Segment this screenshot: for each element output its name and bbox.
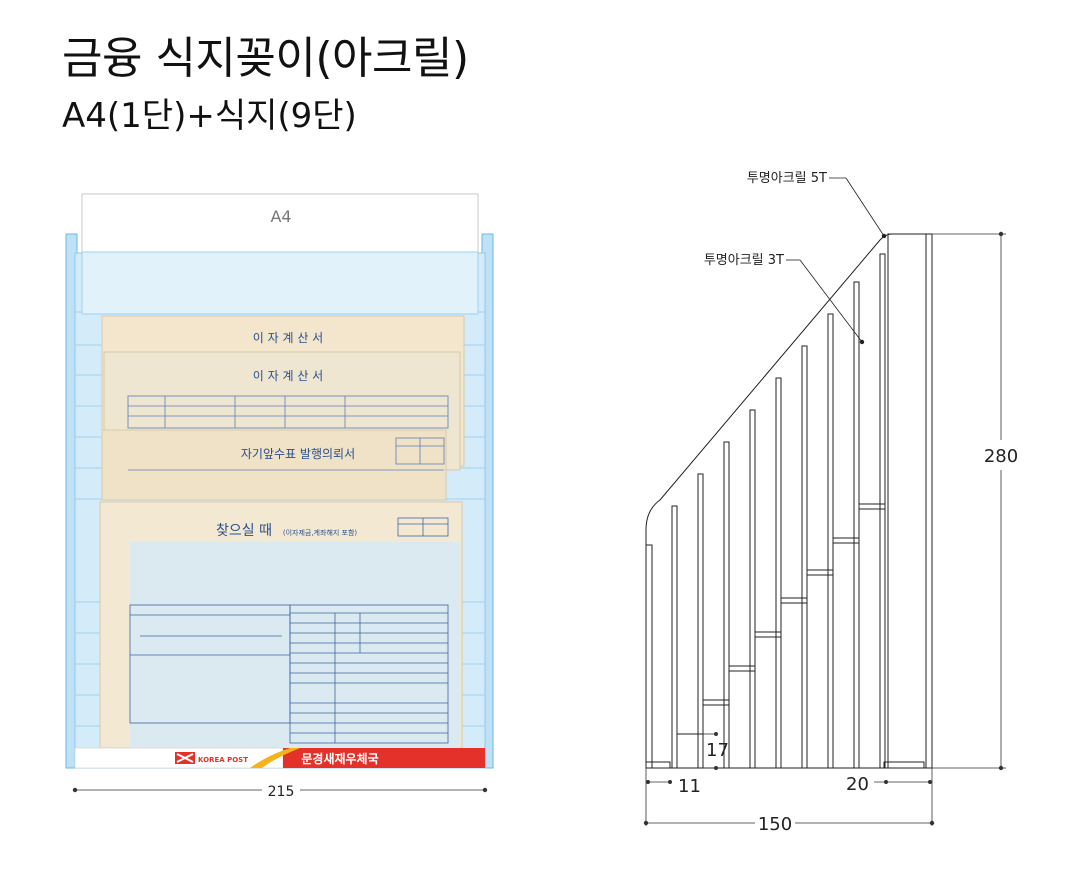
page-subtitle: A4(1단)+식지(9단) (62, 96, 357, 136)
side-outer-profile (645, 233, 933, 769)
form-title-3: 자기앞수표 발행의뢰서 (241, 446, 355, 461)
form-sheet-3 (101, 429, 447, 501)
form-title-1: 이 자 계 산 서 (253, 331, 323, 345)
step-17-label: 17 (706, 740, 729, 761)
leader-5t (829, 177, 887, 239)
banner-text: 문경새재우체국 (301, 751, 378, 766)
banner-red (283, 748, 485, 768)
banner-swoosh (250, 748, 300, 768)
depth-dimension (643, 768, 935, 826)
a4-label: A4 (270, 207, 291, 226)
height-dimension (932, 231, 1006, 771)
label-5t: 투명아크릴 5T (747, 171, 827, 186)
leader-3t (786, 259, 865, 345)
a4-sheet (81, 193, 479, 253)
a4-pocket (81, 251, 479, 315)
front-11-label: 11 (678, 776, 701, 797)
back-20-label: 20 (846, 774, 869, 795)
form-title-2: 이 자 계 산 서 (253, 369, 323, 383)
form-title-4: 찾으실 때 (216, 523, 272, 539)
back-20-dimension (874, 780, 933, 785)
form-subtitle-4: (이자제금,계좌해지 포함) (283, 528, 358, 537)
side-view-drawing (645, 233, 933, 769)
form-sheet-4 (99, 501, 463, 749)
korea-post-logo-icon (175, 752, 195, 764)
depth-label: 150 (758, 814, 792, 835)
front-width-label: 215 (268, 784, 295, 800)
page-title: 금융 식지꽂이(아크릴) (62, 33, 469, 84)
label-3t: 투명아크릴 3T (704, 253, 784, 268)
korea-post-logo-text: KOREA POST (198, 756, 248, 764)
step-17-dimension (703, 732, 719, 771)
height-label: 280 (984, 446, 1018, 467)
front-11-dimension (646, 780, 673, 785)
front-width-dimension (72, 787, 488, 793)
